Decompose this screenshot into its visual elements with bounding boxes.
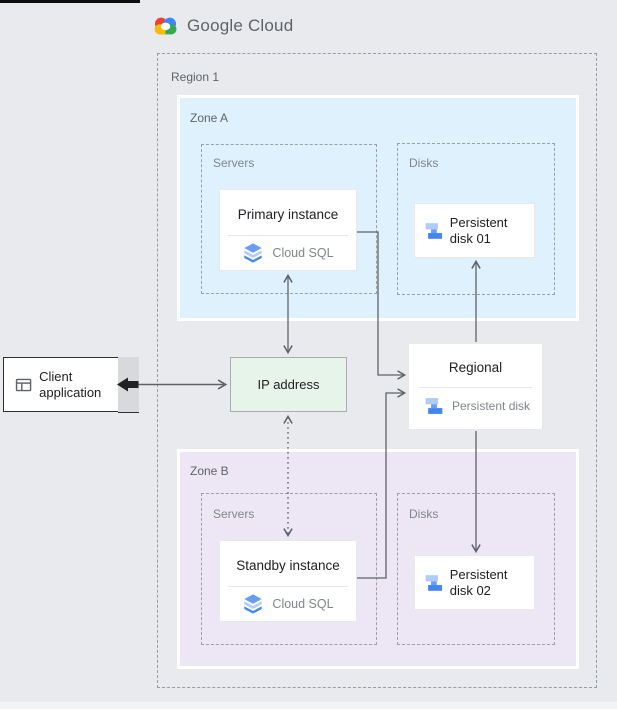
- divider: [228, 235, 348, 236]
- persistent-disk-icon: [425, 222, 443, 239]
- region-label: Region 1: [171, 70, 220, 84]
- zone-b-servers-label: Servers: [213, 507, 255, 521]
- persistent-disk-01-card: Persistent disk 01: [414, 203, 535, 258]
- zone-a-servers-label: Servers: [213, 156, 255, 170]
- ip-address-node: IP address: [230, 357, 347, 412]
- regional-title: Regional: [448, 360, 503, 375]
- region-boundary: [157, 53, 597, 688]
- google-cloud-logo: Google Cloud: [152, 15, 293, 37]
- top-edge-line: [0, 0, 140, 3]
- regional-persistent-disk-card: Regional Persistent disk: [408, 343, 543, 430]
- regional-subtitle: Persistent disk: [452, 399, 531, 413]
- divider: [228, 586, 348, 587]
- bottom-edge-strip: [0, 702, 617, 709]
- zone-a-label: Zone A: [190, 111, 229, 125]
- google-cloud-icon: [154, 17, 177, 35]
- cloud-sql-icon: [244, 243, 263, 263]
- ip-address-label: IP address: [257, 377, 320, 392]
- client-application-label: Client application: [39, 368, 102, 400]
- standby-instance-card: Standby instance Cloud SQL: [219, 540, 357, 622]
- primary-instance-card: Primary instance Cloud SQL: [219, 189, 357, 271]
- cloud-sql-icon: [244, 594, 263, 614]
- zone-a-disks-label: Disks: [409, 156, 439, 170]
- persistent-disk-02-label: Persistent disk 02: [449, 566, 508, 598]
- persistent-disk-01-label: Persistent disk 01: [449, 214, 508, 246]
- client-application-icon: [15, 378, 32, 391]
- client-edge-band: [118, 357, 139, 413]
- google-cloud-logo-text: Google Cloud: [187, 16, 294, 35]
- persistent-disk-02-card: Persistent disk 02: [414, 555, 535, 610]
- divider: [419, 387, 532, 388]
- zone-b-label: Zone B: [190, 464, 229, 478]
- primary-instance-title: Primary instance: [237, 207, 339, 222]
- standby-product-label: Cloud SQL: [272, 597, 334, 611]
- primary-product-label: Cloud SQL: [272, 246, 334, 260]
- persistent-disk-icon: [425, 398, 443, 414]
- zone-b-disks-label: Disks: [409, 507, 439, 521]
- standby-instance-title: Standby instance: [236, 558, 340, 573]
- client-application-node: Client application: [3, 357, 118, 412]
- persistent-disk-icon: [425, 574, 443, 591]
